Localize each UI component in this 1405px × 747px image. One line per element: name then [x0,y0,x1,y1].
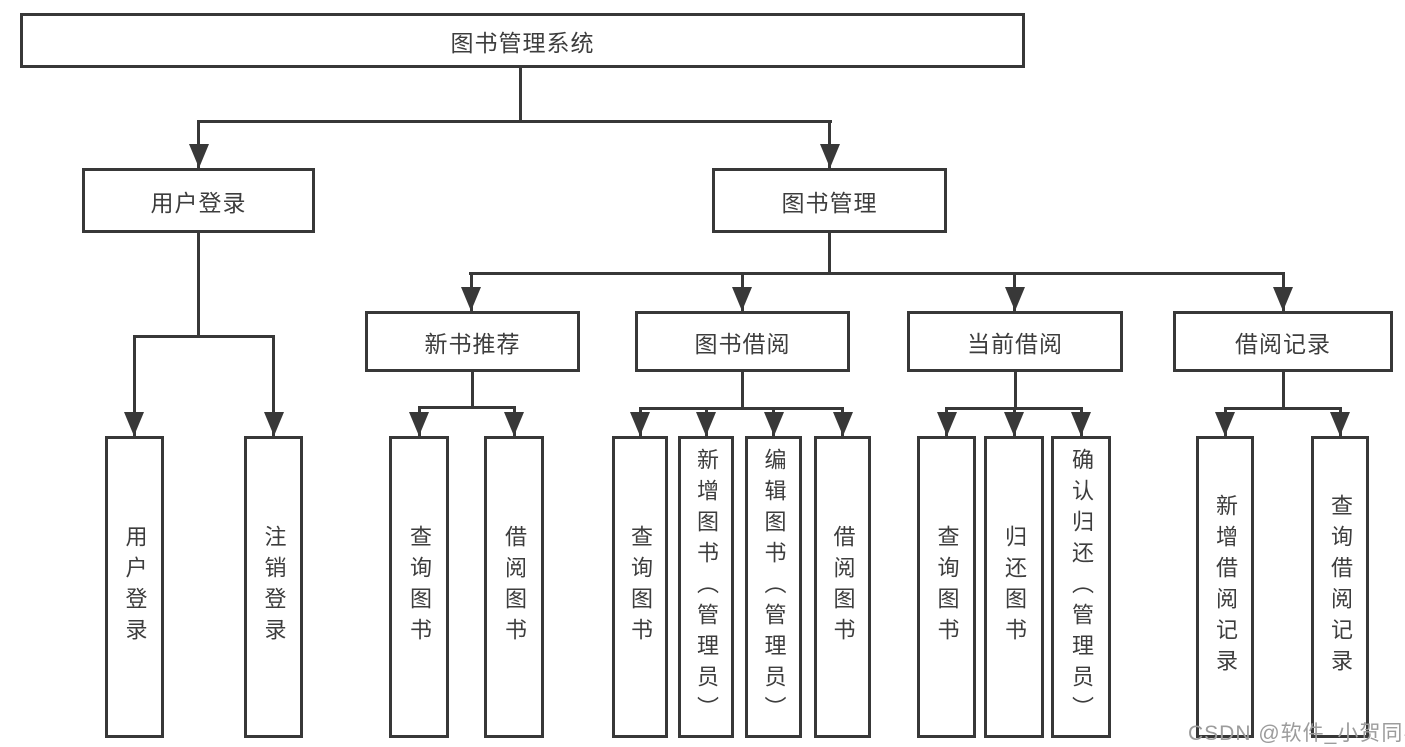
node-label: 借阅图书 [830,525,856,649]
connector-drop [272,335,275,436]
connector-stem [1281,372,1285,407]
connector-bar [469,272,1285,275]
arrowhead-down-icon [1004,287,1025,311]
arrowhead-down-icon [188,144,209,168]
arrowhead-down-icon [124,412,144,436]
arrowhead-down-icon [832,412,853,436]
node-new-book-recommend: 新书推荐 [365,311,580,372]
node-label: 确认归还（管理员） [1069,447,1094,727]
arrowhead-down-icon [461,287,481,311]
connector-stem [828,233,831,272]
arrowhead-down-icon [732,287,752,311]
leaf-borrow-books-1: 借阅图书 [484,436,544,738]
node-label: 图书管理 [781,189,878,216]
node-label: 注销登录 [261,525,287,649]
node-label: 用户登录 [122,525,148,649]
leaf-borrow-books-2: 借阅图书 [814,436,871,738]
leaf-query-books-1: 查询图书 [389,436,449,738]
node-book-management: 图书管理 [712,168,947,233]
node-label: 借阅记录 [1235,330,1331,357]
node-borrowing-records: 借阅记录 [1173,311,1393,372]
arrowhead-down-icon [696,412,716,436]
node-label: 新书推荐 [424,330,521,357]
connector-bar [417,406,516,409]
arrowhead-down-icon [1071,412,1091,436]
connector-bar [132,335,275,338]
node-label: 借阅图书 [502,525,527,649]
arrowhead-down-icon [630,412,650,436]
node-user-login: 用户登录 [82,168,315,233]
node-library-management-system: 图书管理系统 [20,13,1025,68]
leaf-user-login: 用户登录 [105,436,164,738]
leaf-query-borrow-record: 查询借阅记录 [1311,436,1369,738]
node-label: 查询图书 [407,525,432,649]
connector-bar [1223,407,1342,410]
arrowhead-down-icon [1215,412,1235,436]
leaf-add-borrow-record: 新增借阅记录 [1196,436,1254,738]
connector-bar [197,120,832,123]
leaf-query-books-3: 查询图书 [917,436,976,738]
connector-stem [471,372,474,406]
node-label: 当前借阅 [967,330,1063,357]
arrowhead-down-icon [936,412,957,436]
node-label: 图书管理系统 [450,29,595,56]
arrowhead-down-icon [1004,412,1024,436]
leaf-logout: 注销登录 [244,436,303,738]
arrowhead-down-icon [1273,287,1293,311]
arrowhead-down-icon [763,412,784,436]
leaf-add-books-admin: 新增图书（管理员） [678,436,734,738]
arrowhead-down-icon [263,412,284,436]
connector-drop [132,335,136,436]
arrowhead-down-icon [819,144,840,168]
arrowhead-down-icon [409,412,429,436]
arrowhead-down-icon [1330,412,1350,436]
leaf-edit-books-admin: 编辑图书（管理员） [745,436,802,738]
connector-stem [740,372,744,407]
arrowhead-down-icon [504,412,524,436]
node-label: 图书借阅 [694,330,791,357]
node-label: 查询图书 [934,525,960,649]
node-label: 编辑图书（管理员） [761,447,787,727]
leaf-query-books-2: 查询图书 [612,436,668,738]
node-label: 查询借阅记录 [1328,494,1353,680]
node-label: 新增图书（管理员） [694,447,719,727]
node-current-borrowing: 当前借阅 [907,311,1123,372]
connector-stem [197,233,200,335]
node-book-borrowing: 图书借阅 [635,311,850,372]
connector-stem [1013,372,1017,407]
connector-stem [519,68,522,120]
node-label: 归还图书 [1002,525,1027,649]
watermark: CSDN @软件_小贺同学 [1188,722,1405,745]
node-label: 查询图书 [628,525,653,649]
leaf-return-books: 归还图书 [984,436,1044,738]
node-label: 用户登录 [150,189,247,216]
connector-bar [639,407,844,410]
leaf-confirm-return-admin: 确认归还（管理员） [1051,436,1111,738]
node-label: 新增借阅记录 [1213,494,1238,680]
